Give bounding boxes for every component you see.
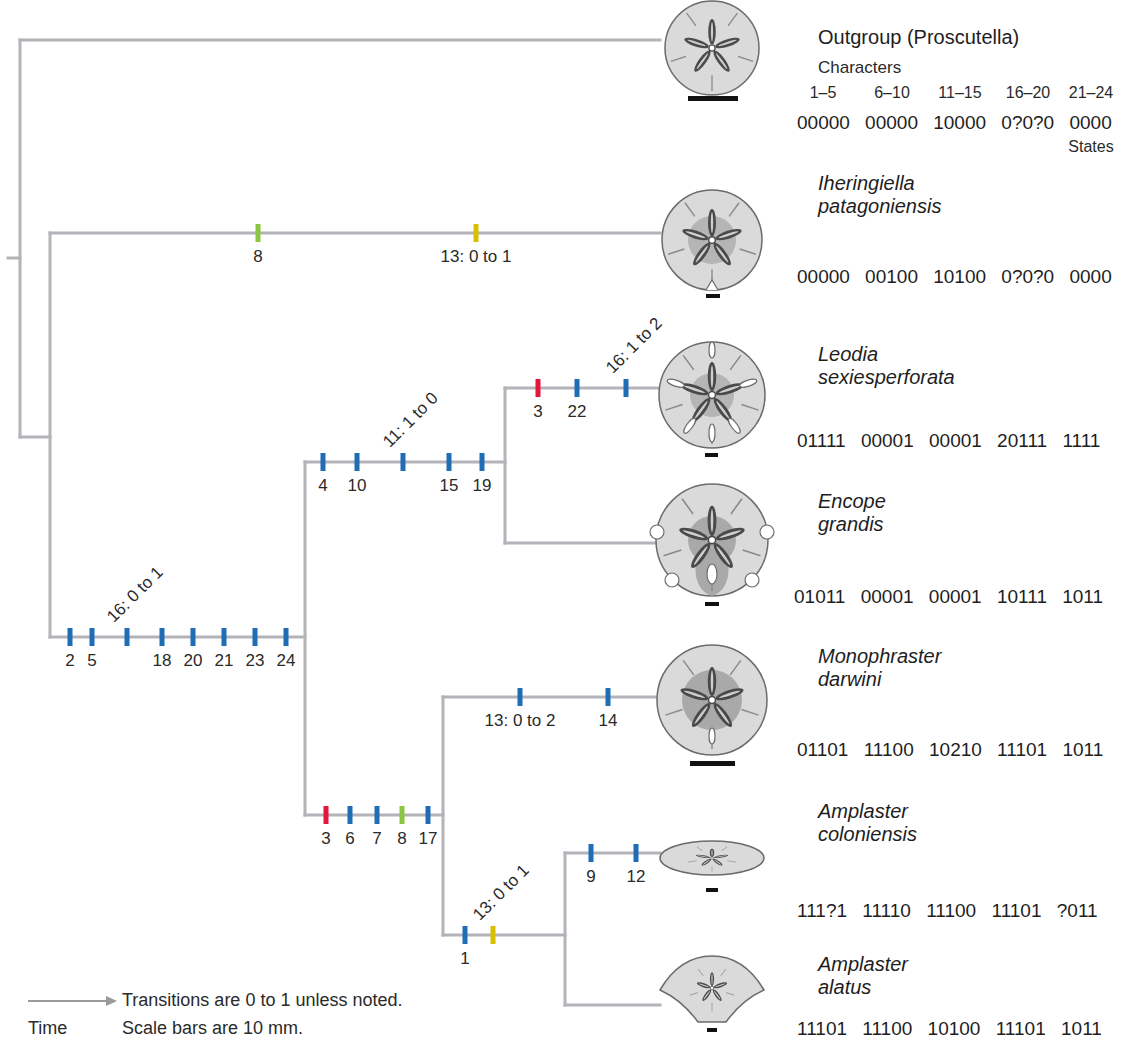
encope-urchin [650, 484, 774, 606]
character-change-label: 1 [460, 949, 469, 969]
tree-branches [8, 40, 660, 1005]
note-text: Transitions are 0 to 1 unless noted. [122, 990, 403, 1011]
character-change-label: 21 [215, 651, 234, 671]
character-states: 00000 00100 10100 0?0?0 0000 [797, 266, 1112, 288]
time-arrow [28, 996, 117, 1006]
character-change-label: 4 [318, 476, 327, 496]
character-change-label: 13: 0 to 1 [441, 247, 512, 267]
iheringiella-urchin [662, 190, 762, 298]
character-change-label: 16: 0 to 1 [103, 563, 167, 627]
character-change-label: 20 [184, 651, 203, 671]
outgroup-urchin [665, 1, 759, 101]
taxon-name: Leodia sexiesperforata [818, 343, 955, 389]
character-change-label: 14 [599, 711, 618, 731]
character-header: 11–15 [938, 84, 981, 102]
character-header: 1–5 [810, 84, 837, 102]
character-change-label: 10 [348, 476, 367, 496]
character-change-label: 13: 0 to 1 [469, 861, 533, 925]
character-change-label: 17 [419, 829, 438, 849]
character-change-label: 19 [473, 476, 492, 496]
note-text: Scale bars are 10 mm. [122, 1018, 303, 1039]
taxon-entry: Amplaster alatus 11101 11100 10100 11101 … [795, 951, 1106, 1044]
character-header: Characters [818, 58, 901, 78]
character-change-label: 12 [627, 867, 646, 887]
character-change-label: 3 [321, 829, 330, 849]
monophraster-urchin [657, 645, 767, 766]
character-states: 01111 00001 00001 20111 1111 [797, 430, 1100, 452]
character-change-label: 11: 1 to 0 [379, 389, 442, 452]
character-change-label: 2 [65, 651, 74, 671]
character-change-label: 13: 0 to 2 [485, 711, 556, 731]
character-change-label: 8 [253, 247, 262, 267]
amplaster-coloniensis-urchin [660, 841, 764, 892]
character-change-label: 23 [246, 651, 265, 671]
character-states: 111?1 11110 11100 11101 ?011 [797, 900, 1098, 922]
taxon-name: Outgroup (Proscutella) [818, 26, 1019, 49]
taxon-name: Amplaster coloniensis [818, 800, 917, 846]
character-change-label: 6 [345, 829, 354, 849]
character-states: 11101 11100 10100 11101 1011 [797, 1018, 1102, 1040]
taxon-name: Encope grandis [818, 490, 886, 536]
character-change-label: 24 [277, 651, 296, 671]
character-change-label: 9 [586, 867, 595, 887]
leodia-urchin [659, 342, 765, 457]
amplaster-alatus-urchin [660, 956, 764, 1032]
character-change-label: 5 [87, 651, 96, 671]
taxon-entry: Encope grandis 01011 00001 00001 10111 10… [792, 488, 1107, 612]
taxon-entry: Monophraster darwini 01101 11100 10210 11… [795, 643, 1107, 765]
character-states: 01101 11100 10210 11101 1011 [797, 739, 1103, 761]
character-states: 01011 00001 00001 10111 1011 [794, 586, 1103, 608]
character-change-label: 15 [440, 476, 459, 496]
taxon-entry: Leodia sexiesperforata 01111 00001 00001 … [795, 341, 1104, 456]
character-change-label: 3 [533, 402, 542, 422]
note-text: Time [28, 1018, 67, 1039]
taxon-name: Amplaster alatus [818, 953, 908, 999]
taxon-entry: Outgroup (Proscutella) 00000 00000 10000 … [795, 24, 1116, 138]
taxon-name: Monophraster darwini [818, 645, 941, 691]
character-change-label: 7 [372, 829, 381, 849]
character-change-label: 18 [153, 651, 172, 671]
character-header: 16–20 [1006, 84, 1051, 102]
character-header: 21–24 [1069, 84, 1114, 102]
character-marks [68, 224, 639, 944]
character-change-label: 16: 1 to 2 [602, 314, 666, 378]
character-change-label: 22 [568, 402, 587, 422]
taxon-entry: Iheringiella patagoniensis 00000 00100 10… [795, 170, 1116, 292]
character-header: 6–10 [874, 84, 910, 102]
taxon-entry: Amplaster coloniensis 111?1 11110 11100 1… [795, 798, 1102, 926]
taxon-name: Iheringiella patagoniensis [818, 172, 941, 218]
character-states: 00000 00000 10000 0?0?0 0000 [797, 112, 1112, 134]
character-change-label: 8 [397, 829, 406, 849]
character-header: States [1068, 138, 1113, 156]
